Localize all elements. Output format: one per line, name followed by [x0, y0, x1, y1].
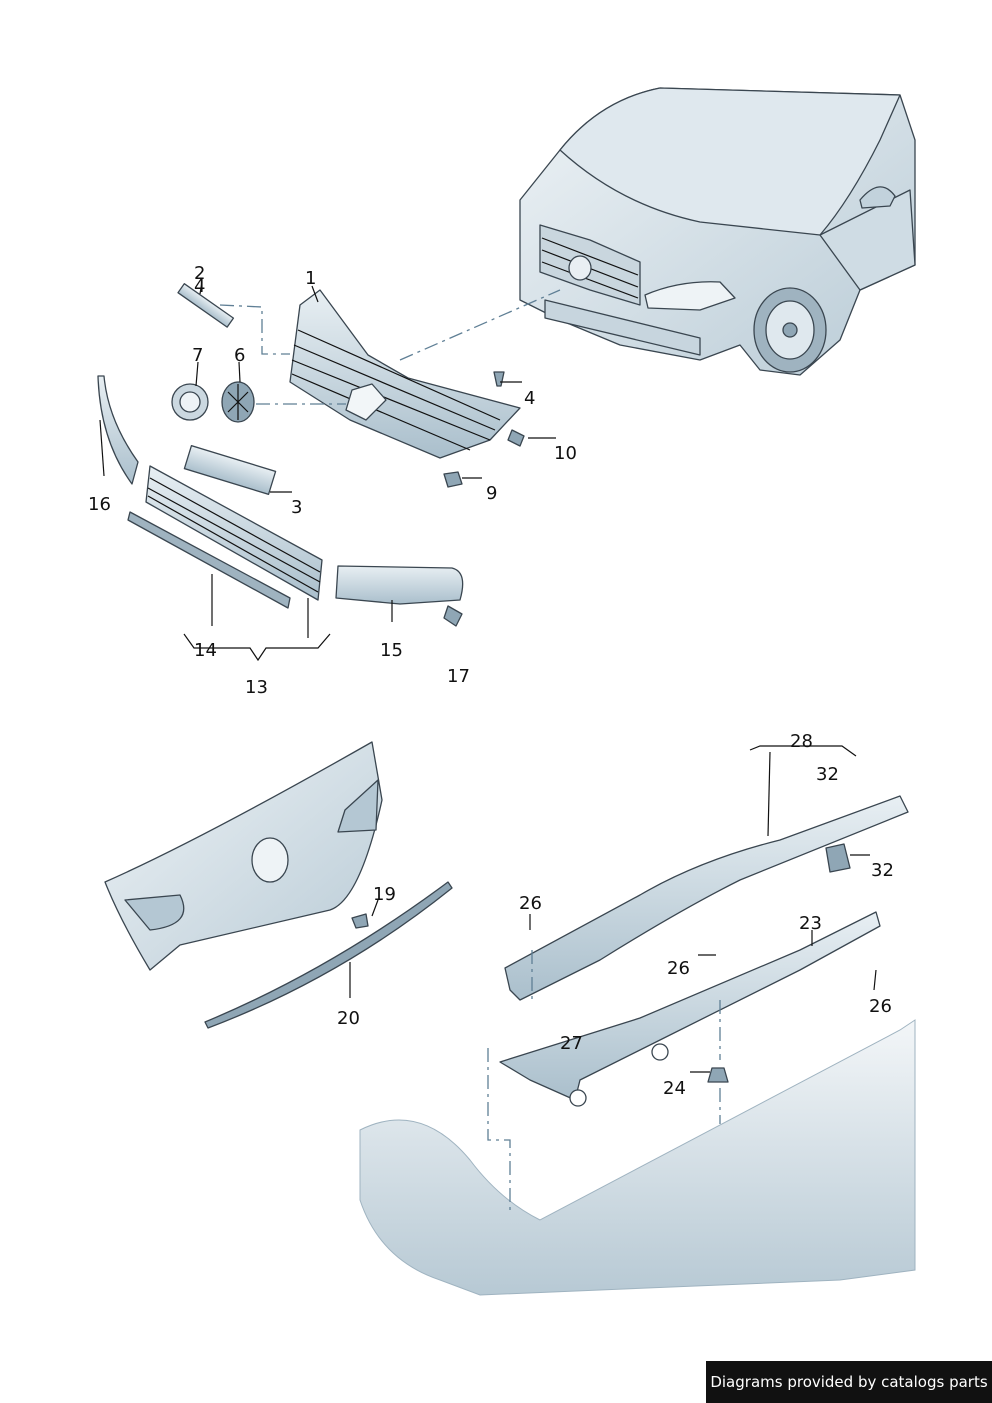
callout-14: 14 — [194, 640, 217, 661]
callout-10: 10 — [554, 443, 577, 464]
callout-4-bracket: 4 — [194, 276, 205, 297]
rear-lid-illustration — [104, 741, 383, 971]
callout-9: 9 — [486, 483, 497, 504]
bracket-hole — [651, 1043, 669, 1061]
assembly-lines — [219, 289, 721, 1215]
floor-panel-illustration — [359, 1019, 916, 1296]
callout-3: 3 — [291, 497, 302, 518]
callout-20: 20 — [337, 1008, 360, 1029]
callout-32-bottom: 32 — [871, 860, 894, 881]
carrier-bracket-part — [499, 911, 881, 1101]
fog-light-cover-part — [335, 565, 464, 605]
callout-28: 28 — [790, 731, 813, 752]
credit-text: Diagrams provided by catalogs parts — [710, 1373, 988, 1391]
clip-24-part — [707, 1067, 729, 1083]
emblem-carrier-part — [221, 381, 255, 423]
callout-26-right: 26 — [869, 996, 892, 1017]
callout-15: 15 — [380, 640, 403, 661]
screw-19-part — [351, 913, 369, 929]
car-front-illustration — [519, 87, 916, 376]
callout-2: 2 — [194, 263, 205, 284]
callout-1: 1 — [305, 268, 316, 289]
callout-32-top: 32 — [816, 764, 839, 785]
callout-labels: 1 2 3 4 4 6 7 9 10 13 14 15 16 17 19 20 … — [88, 263, 894, 1099]
callout-7: 7 — [192, 345, 203, 366]
plate-bracket-part — [183, 445, 277, 495]
lower-grille-part — [145, 465, 323, 601]
side-trim-part — [97, 375, 139, 485]
callout-24: 24 — [663, 1078, 686, 1099]
bracket-hole — [569, 1089, 587, 1107]
end-cap-part — [825, 843, 851, 873]
credit-banner: Diagrams provided by catalogs parts — [706, 1361, 992, 1403]
callout-26-middle: 26 — [667, 958, 690, 979]
callout-6: 6 — [234, 345, 245, 366]
callout-13: 13 — [245, 677, 268, 698]
callout-27: 27 — [560, 1033, 583, 1054]
vw-emblem-part — [171, 383, 209, 421]
chrome-strip-part — [204, 881, 453, 1029]
support-rail-part — [504, 795, 909, 1001]
upper-grille — [289, 289, 521, 459]
callout-23: 23 — [799, 913, 822, 934]
callout-17: 17 — [447, 666, 470, 687]
callout-26-left: 26 — [519, 893, 542, 914]
lower-trim-strip-part — [127, 511, 291, 609]
callout-16: 16 — [88, 494, 111, 515]
callout-4-screw: 4 — [524, 388, 535, 409]
callout-19: 19 — [373, 884, 396, 905]
trim-strip-part — [177, 283, 235, 328]
leader-lines — [99, 281, 877, 1073]
